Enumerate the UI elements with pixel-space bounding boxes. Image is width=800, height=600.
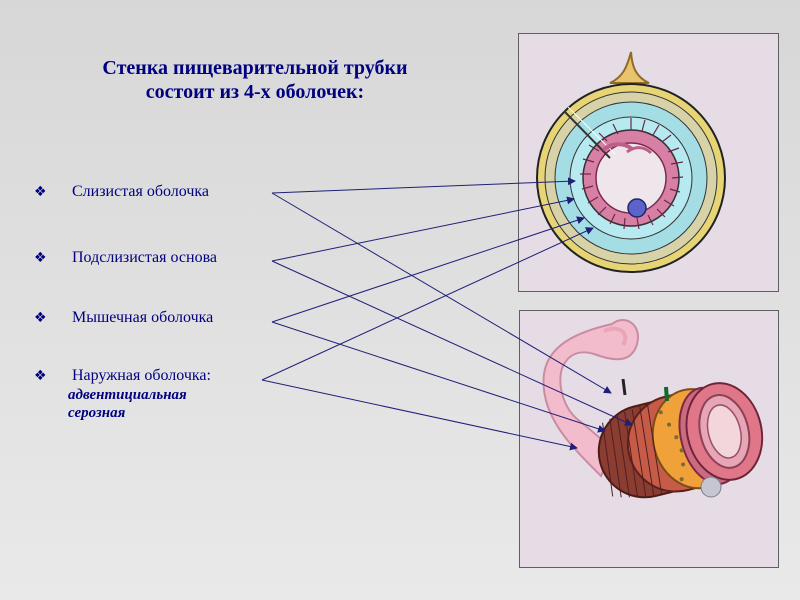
diamond-bullet-icon: ❖ [34, 250, 47, 266]
slide-title: Стенка пищеварительной трубки состоит из… [70, 56, 440, 104]
title-line-1: Стенка пищеварительной трубки [102, 57, 408, 79]
list-item-submucosa: ❖ Подслизистая основа [34, 248, 217, 268]
outer-layer-types: адвентициальная серозная [68, 386, 187, 422]
list-item-muscle: ❖ Мышечная оболочка [34, 308, 213, 328]
adventitia-label: адвентициальная [68, 387, 187, 403]
list-item-mucosa: ❖ Слизистая оболочка [34, 182, 209, 202]
muscle-label: Мышечная оболочка [72, 309, 214, 326]
tube-figure [519, 310, 779, 568]
title-line-2: состоит из 4-х оболочек: [145, 81, 365, 103]
outer-layer-label: Наружная оболочка: [72, 367, 211, 384]
tube-drawing [520, 311, 778, 567]
cross-section-figure [518, 33, 779, 292]
diamond-bullet-icon: ❖ [34, 310, 47, 326]
diamond-bullet-icon: ❖ [34, 368, 47, 384]
serosa-label: серозная [68, 405, 126, 421]
submucosa-label: Подслизистая основа [72, 249, 218, 266]
list-item-outer-layer: ❖ Наружная оболочка: адвентициальная сер… [34, 366, 211, 421]
mucosa-label: Слизистая оболочка [72, 183, 210, 200]
cross-section-drawing [519, 34, 778, 291]
diamond-bullet-icon: ❖ [34, 184, 47, 200]
